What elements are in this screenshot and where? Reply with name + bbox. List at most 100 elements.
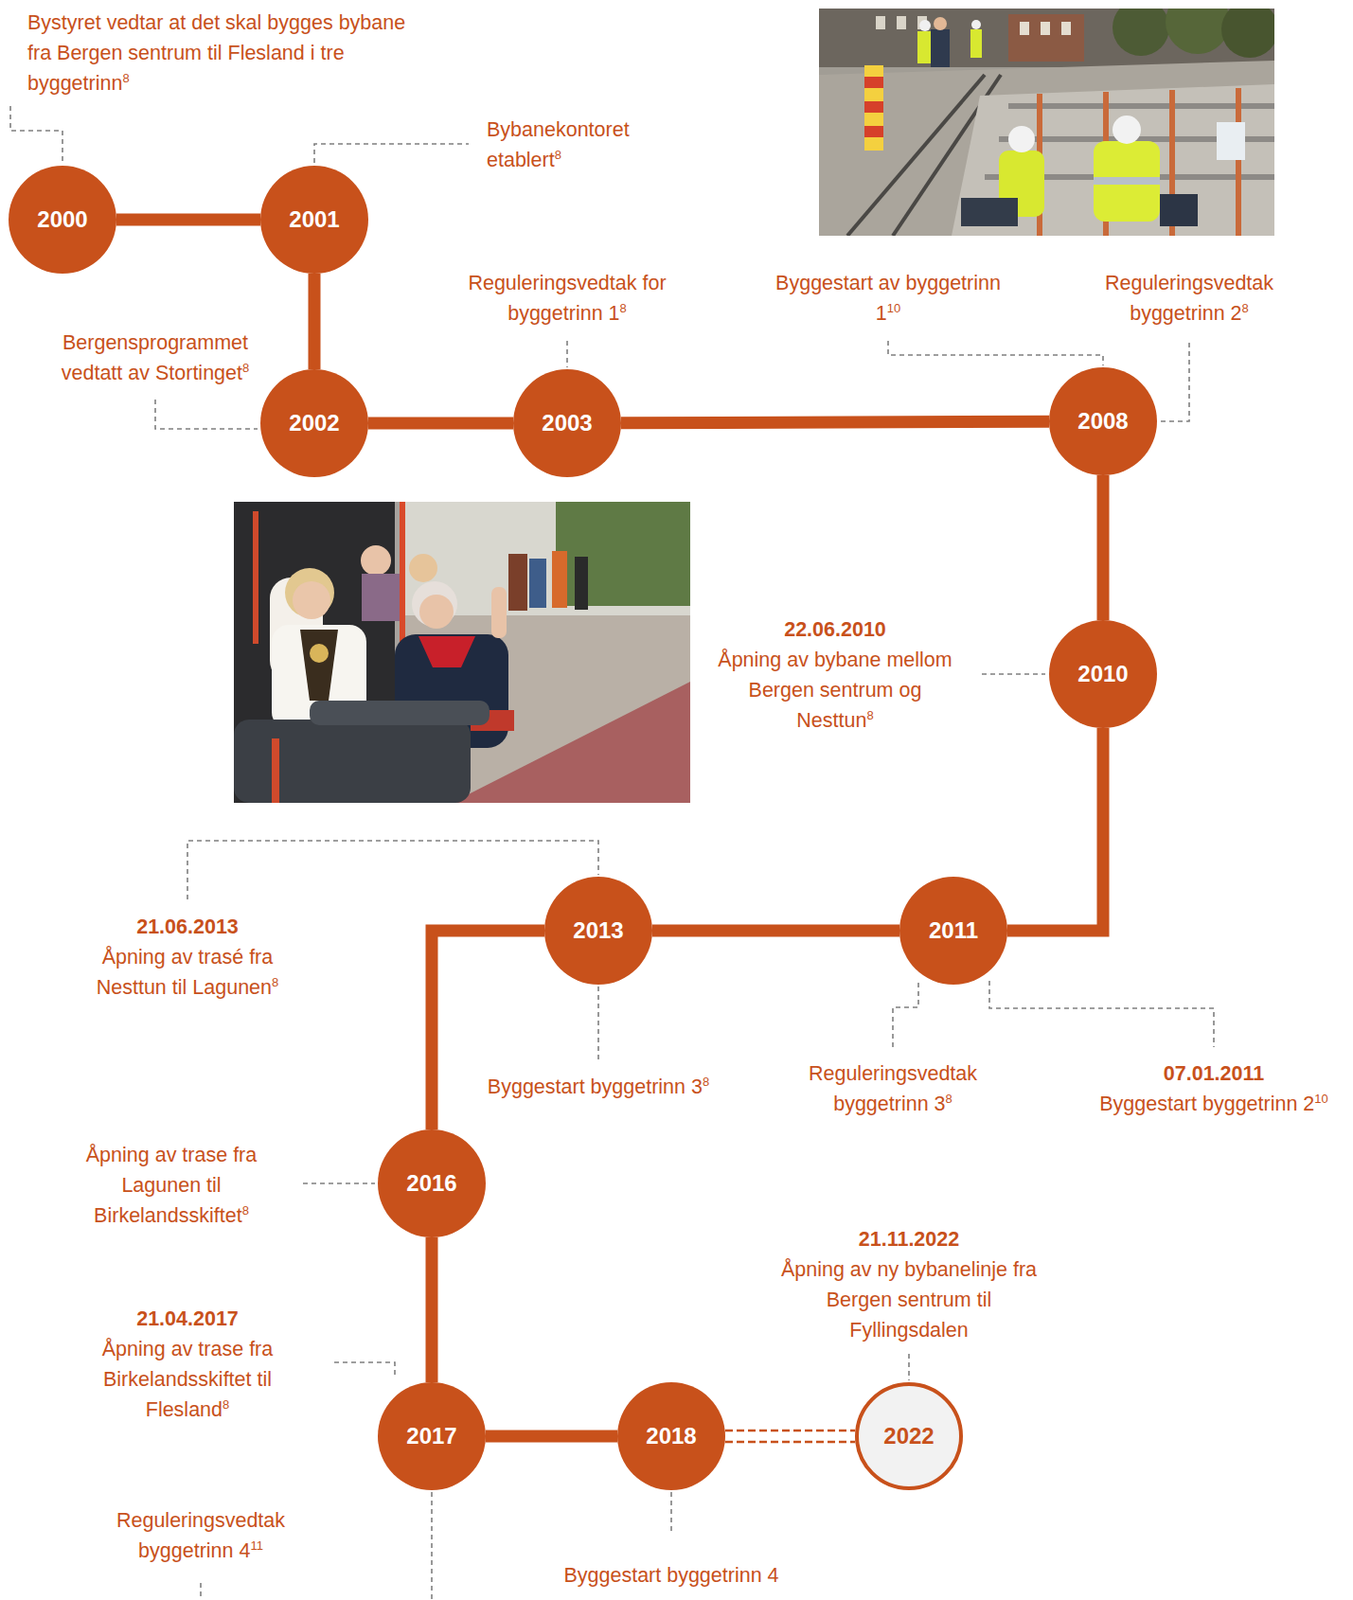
connector-line: [308, 273, 321, 370]
timeline-annotation: 22.06.2010Åpning av bybane mellom Bergen…: [717, 614, 953, 736]
photo-detail: [233, 501, 691, 803]
event-date: 22.06.2010: [717, 614, 953, 645]
leader-line: [187, 840, 599, 900]
timeline-annotation: 07.01.2011Byggestart byggetrinn 210: [1081, 1058, 1347, 1120]
event-text-line: Åpning av ny bybanelinje fra Bergen sent…: [771, 1254, 1047, 1346]
photo-detail: [409, 553, 438, 583]
photo-detail: [864, 101, 884, 113]
leader-line: [430, 1492, 433, 1600]
timeline-connector: [368, 423, 514, 425]
leader-line: [670, 1492, 673, 1534]
photo-detail: [1159, 194, 1198, 227]
timeline-annotation: Reguleringsvedtak for byggetrinn 18: [444, 267, 691, 329]
timeline-annotation: 21.06.2013Åpning av trasé fra Nesttun ti…: [64, 911, 311, 1003]
year-label: 2016: [406, 1170, 457, 1197]
connector-line: [485, 1430, 618, 1443]
leader-line: [989, 980, 1214, 1048]
event-text-line: Bergensprogrammet vedtatt av Stortinget8: [32, 327, 279, 389]
year-circle: 2013: [544, 876, 653, 985]
leader-line: [597, 986, 600, 1061]
event-text: Bystyret vedtar at det skal bygges byban…: [27, 11, 406, 95]
timeline-annotation: Byggestart av byggetrinn 110: [760, 267, 1016, 329]
connector-line: [725, 1441, 855, 1444]
leader-line: [199, 1583, 202, 1600]
year-label: 2002: [288, 409, 339, 437]
year-circle: 2008: [1049, 367, 1158, 476]
photo-detail: [1093, 177, 1160, 185]
event-text-line: Reguleringsvedtak byggetrinn 38: [783, 1058, 1002, 1120]
photo-detail: [271, 738, 280, 803]
photo-detail: [864, 125, 884, 138]
event-text: Reguleringsvedtak byggetrinn 4: [116, 1509, 285, 1563]
photo-detail: [919, 19, 931, 32]
event-text: Byggestart byggetrinn 4: [563, 1564, 779, 1587]
connector-line: [426, 1237, 439, 1383]
timeline-annotation: Reguleringsvedtak byggetrinn 411: [87, 1505, 315, 1567]
photo-detail: [1008, 125, 1035, 153]
event-date: 21.04.2017: [78, 1303, 297, 1335]
year-circle: 2018: [617, 1382, 726, 1491]
footnote-number: 8: [242, 1203, 250, 1218]
event-text-line: Byggestart byggetrinn 210: [1081, 1088, 1347, 1120]
year-circle: 2003: [513, 369, 622, 478]
event-text-line: Reguleringsvedtak byggetrinn 411: [87, 1505, 315, 1567]
footnote-number: 8: [620, 301, 627, 316]
photo-detail: [1221, 8, 1275, 58]
event-text-line: Bybanekontoret etablert8: [486, 114, 677, 176]
timeline-annotation: Reguleringsvedtak byggetrinn 38: [783, 1058, 1002, 1120]
footnote-number: 8: [242, 360, 250, 375]
year-label: 2017: [406, 1423, 457, 1450]
timeline-annotation: 21.04.2017Åpning av trase fra Birkelands…: [78, 1303, 297, 1425]
event-text: Bybanekontoret etablert: [486, 118, 630, 172]
footnote-number: 8: [271, 975, 279, 990]
event-text-line: Byggestart av byggetrinn 110: [760, 267, 1016, 329]
leader-line: [892, 982, 919, 1048]
photo-detail: [971, 19, 981, 30]
timeline-connector: [431, 1237, 433, 1383]
footnote-number: 8: [122, 71, 129, 86]
year-label: 2013: [572, 917, 624, 944]
event-text-line: Bystyret vedtar at det skal bygges byban…: [27, 7, 426, 99]
photo-detail: [1061, 21, 1071, 36]
photo-detail: [309, 700, 490, 726]
event-text: Åpning av ny bybanelinje fra Bergen sent…: [781, 1258, 1037, 1342]
timeline-annotation: Byggestart byggetrinn 38: [461, 1071, 736, 1103]
photo-detail: [309, 643, 329, 663]
year-label: 2011: [928, 917, 979, 944]
event-text-line: Reguleringsvedtak byggetrinn 28: [1080, 267, 1299, 329]
photo-detail: [1235, 88, 1242, 236]
event-text-line: Åpning av trase fra Birkelandsskiftet ti…: [78, 1334, 297, 1425]
photo-detail: [917, 31, 933, 64]
leader-line: [888, 340, 1104, 366]
year-circle: 2011: [899, 876, 1008, 985]
event-text-line: Byggestart byggetrinn 38: [461, 1071, 736, 1103]
event-text: Åpning av trasé fra Nesttun til Lagunen: [96, 945, 274, 999]
footnote-number: 8: [222, 1397, 230, 1412]
photo-detail: [1019, 21, 1030, 36]
event-text-line: Åpning av trase fra Lagunen til Birkelan…: [62, 1139, 281, 1231]
timeline-annotation: Reguleringsvedtak byggetrinn 28: [1080, 267, 1299, 329]
photo-detail: [864, 76, 884, 89]
photo-detail: [508, 553, 528, 611]
footnote-number: 10: [1314, 1091, 1328, 1106]
event-text-line: Åpning av bybane mellom Bergen sentrum o…: [717, 644, 953, 736]
leader-line: [314, 143, 469, 163]
event-date: 21.06.2013: [64, 911, 311, 943]
year-label: 2010: [1077, 660, 1128, 688]
leader-line: [981, 673, 1046, 676]
photo-detail: [574, 556, 588, 610]
year-label: 2003: [541, 409, 592, 437]
photo-detail: [1008, 14, 1085, 62]
photo-detail: [491, 587, 507, 639]
photo-detail: [896, 16, 907, 30]
photo-detail: [1093, 141, 1160, 222]
year-circle: 2001: [260, 165, 369, 274]
leader-line: [566, 340, 569, 368]
photo-detail: [1165, 8, 1230, 54]
footnote-number: 8: [702, 1074, 710, 1089]
year-circle: 2000: [8, 165, 117, 274]
timeline-annotation: Åpning av trase fra Lagunen til Birkelan…: [62, 1139, 281, 1231]
leader-line: [302, 1182, 375, 1185]
event-text: Åpning av trase fra Lagunen til Birkelan…: [86, 1143, 257, 1228]
leader-line: [334, 1362, 395, 1379]
